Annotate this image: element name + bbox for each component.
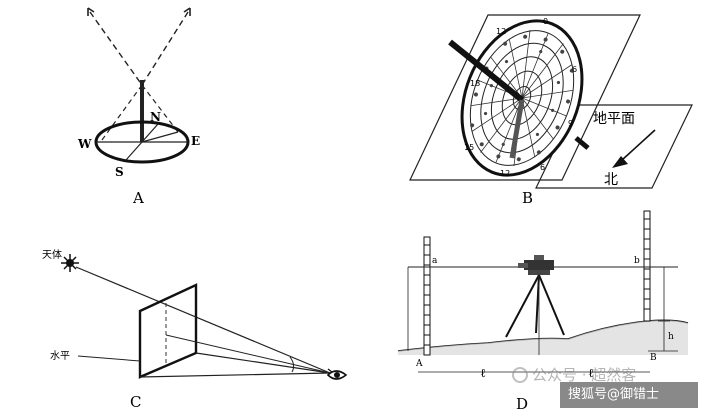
caption-a: A [132,189,144,207]
horizontal-label: 水平 [50,350,70,362]
horizon-label: 地平面 [593,111,635,127]
plate-to-eye [165,334,331,374]
north-arrow-line [621,129,656,161]
panel-b: 0 12 12 6 6 9 15 18 地平面 北 B [400,0,700,210]
hour-mark-18: 18 [470,79,480,88]
hour-mark-6-lower: 6 [540,163,545,172]
caption-d: D [516,395,528,413]
dashed-ray-right [141,11,189,86]
watermark-badge: 搜狐号@御错士 [560,382,698,408]
dashed-ray-left [89,11,143,86]
hour-mark-15: 15 [464,143,474,152]
label-b-small: b [634,256,640,266]
watermark-logo-icon [512,367,528,383]
label-l-left: ℓ [480,366,486,380]
label-A: A [415,359,423,369]
sundial-diagram: 0 12 12 6 6 9 15 18 地平面 北 B [409,14,693,207]
gnomon-rod-lower [574,136,590,150]
elevation-angle-arc [289,356,295,373]
direction-s: S [115,165,124,179]
label-l-right: ℓ [588,366,594,380]
celestial-sight-diagram: 天体 水平 C [42,249,348,411]
panel-c: 天体 水平 C [40,235,370,413]
hour-mark-0: 0 [543,17,548,26]
label-a-small: a [432,256,438,266]
eye-icon [326,368,348,380]
gnomon-rod [448,39,524,103]
arrow-head-right [183,7,191,16]
direction-w: W [77,137,92,151]
tripod-leg-left [505,274,540,338]
horizontal-line-bottom [139,372,331,378]
caption-c: C [130,393,141,411]
dashed-shadow-left [101,84,143,141]
star-icon [61,254,79,272]
direction-e: E [191,134,200,148]
dashed-shadow-right [141,84,179,133]
hour-mark-9: 9 [568,119,573,128]
left-staff [423,236,431,356]
tripod-leg-right [538,274,565,336]
level-instrument [518,255,554,275]
watermark-faint: 公众号 · 超然客 [532,366,637,384]
leveling-diagram: a b h A B ℓ ℓ D [397,210,689,413]
vertical-plate [138,283,198,379]
panel-a: N E S W A [60,0,240,210]
shadow-line [141,131,179,143]
north-arrow-head [612,156,628,168]
ground-hatching [398,320,688,355]
gnomon-shadow [509,99,525,159]
horizontal-line-top [195,352,331,374]
horizon-plane [535,104,693,189]
caption-b: B [522,189,533,207]
compass-diagram: N E S W A [77,7,200,207]
north-label: 北 [604,172,618,188]
left-staff-ticks [424,244,430,346]
label-B: B [650,353,657,363]
sight-line [75,266,331,374]
direction-n: N [150,110,161,124]
hour-mark-12-bottom: 12 [500,169,510,178]
right-staff-ticks [644,218,650,310]
label-h: h [668,332,674,342]
right-staff [643,210,651,322]
hour-mark-6-right: 6 [572,65,577,74]
dial-plane [409,14,641,181]
gnomon-post [140,80,144,142]
tripod-leg-center [535,274,540,334]
hour-mark-12-top: 12 [496,27,506,36]
panel-d: a b h A B ℓ ℓ D [388,205,701,413]
arrow-head-left [87,7,95,16]
horizontal-leader [77,355,141,362]
celestial-body-label: 天体 [42,249,62,261]
